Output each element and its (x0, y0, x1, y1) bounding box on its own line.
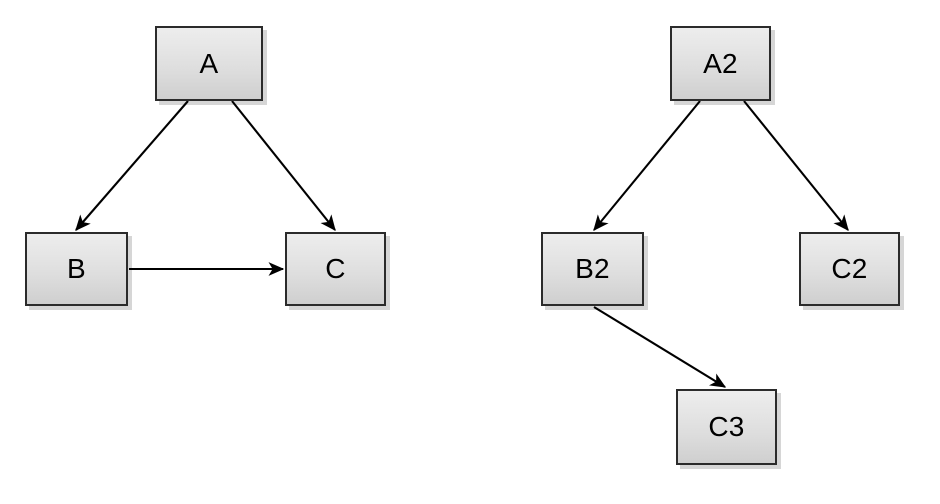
node-label: B2 (575, 253, 610, 284)
edge-a2-c2 (743, 100, 849, 231)
node-label: A (199, 47, 219, 79)
node-c2[interactable]: C2 (799, 232, 900, 306)
node-label: C (325, 253, 346, 284)
node-label: C2 (831, 253, 868, 284)
node-c3[interactable]: C3 (676, 389, 777, 465)
edge-a-b (75, 100, 189, 231)
node-label: A2 (703, 47, 738, 79)
node-b2[interactable]: B2 (541, 232, 644, 306)
node-a[interactable]: A (155, 26, 263, 101)
node-label: B (67, 253, 86, 284)
edge-a-c (231, 100, 336, 231)
node-c[interactable]: C (285, 232, 386, 306)
node-a2[interactable]: A2 (670, 26, 771, 101)
edge-a2-b2 (593, 100, 701, 231)
node-b[interactable]: B (25, 232, 128, 306)
edge-b2-c3 (593, 306, 727, 388)
node-label: C3 (708, 411, 745, 442)
